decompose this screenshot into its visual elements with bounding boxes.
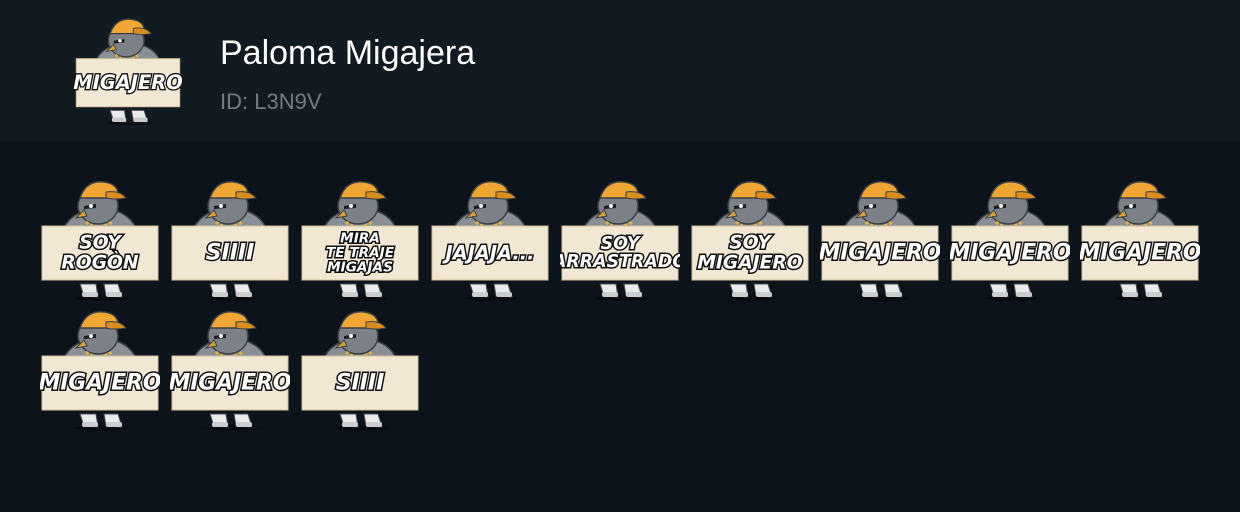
sign-line: MIGAJERO: [697, 252, 802, 273]
sign-line: SOY: [79, 233, 123, 254]
pack-thumbnail-pigeon-icon: MIGAJERO: [72, 18, 184, 126]
pigeon-mascot-icon: JAJAJA...: [431, 181, 549, 301]
sign-line: MIGAJERO: [40, 371, 160, 396]
pack-thumbnail: MIGAJERO: [70, 14, 186, 130]
sign-line: MIGAJERO: [820, 241, 940, 266]
pigeon-mascot-icon: SOYARRASTRADO: [560, 181, 680, 301]
sticker-item[interactable]: MIGAJERO: [40, 306, 160, 436]
sticker-item[interactable]: SIIII: [300, 306, 420, 436]
sticker-item[interactable]: SOYARRASTRADO: [560, 176, 680, 306]
pigeon-mascot-icon: MIGAJERO: [1080, 181, 1200, 301]
sign-line: SOY: [601, 234, 642, 254]
sign-line: TE TRAJE: [326, 245, 395, 261]
sign-line: MIGAJERO: [950, 241, 1070, 266]
pigeon-mascot-icon: SIIII: [171, 181, 289, 301]
sticker-item[interactable]: SIIII: [170, 176, 290, 306]
pack-title: Paloma Migajera: [220, 34, 476, 72]
pigeon-mascot-icon: MIGAJERO: [40, 311, 160, 431]
pigeon-mascot-icon: MIGAJERO: [820, 181, 940, 301]
sign-line: ROGÒN: [61, 249, 139, 273]
sign-line: SIIII: [206, 241, 255, 266]
sign-line: MIGAJERO: [170, 371, 290, 396]
pack-header: MIGAJERO Paloma Migajera ID: L3N9V: [0, 0, 1240, 141]
pigeon-mascot-icon: MIGAJERO: [170, 311, 290, 431]
sign-line: MIRA: [340, 231, 380, 247]
pigeon-mascot-icon: SIIII: [301, 311, 419, 431]
sign-line: MIGAJERO: [73, 71, 182, 94]
sticker-item[interactable]: MIGAJERO: [820, 176, 940, 306]
sign-line: MIGAJERO: [1080, 241, 1200, 266]
sticker-item[interactable]: MIGAJERO: [950, 176, 1070, 306]
sign-line: ARRASTRADO: [560, 252, 680, 272]
pack-id: ID: L3N9V: [220, 89, 322, 114]
sign-line: MIGAJAS: [327, 259, 393, 275]
sticker-item[interactable]: MIGAJERO: [170, 306, 290, 436]
sticker-item[interactable]: MIGAJERO: [1080, 176, 1200, 306]
pigeon-mascot-icon: MIGAJERO: [950, 181, 1070, 301]
sign-line: SOY: [729, 233, 773, 254]
sign-line: JAJAJA...: [442, 242, 535, 265]
sticker-item[interactable]: JAJAJA...: [430, 176, 550, 306]
sign-line: SIIII: [336, 371, 385, 396]
